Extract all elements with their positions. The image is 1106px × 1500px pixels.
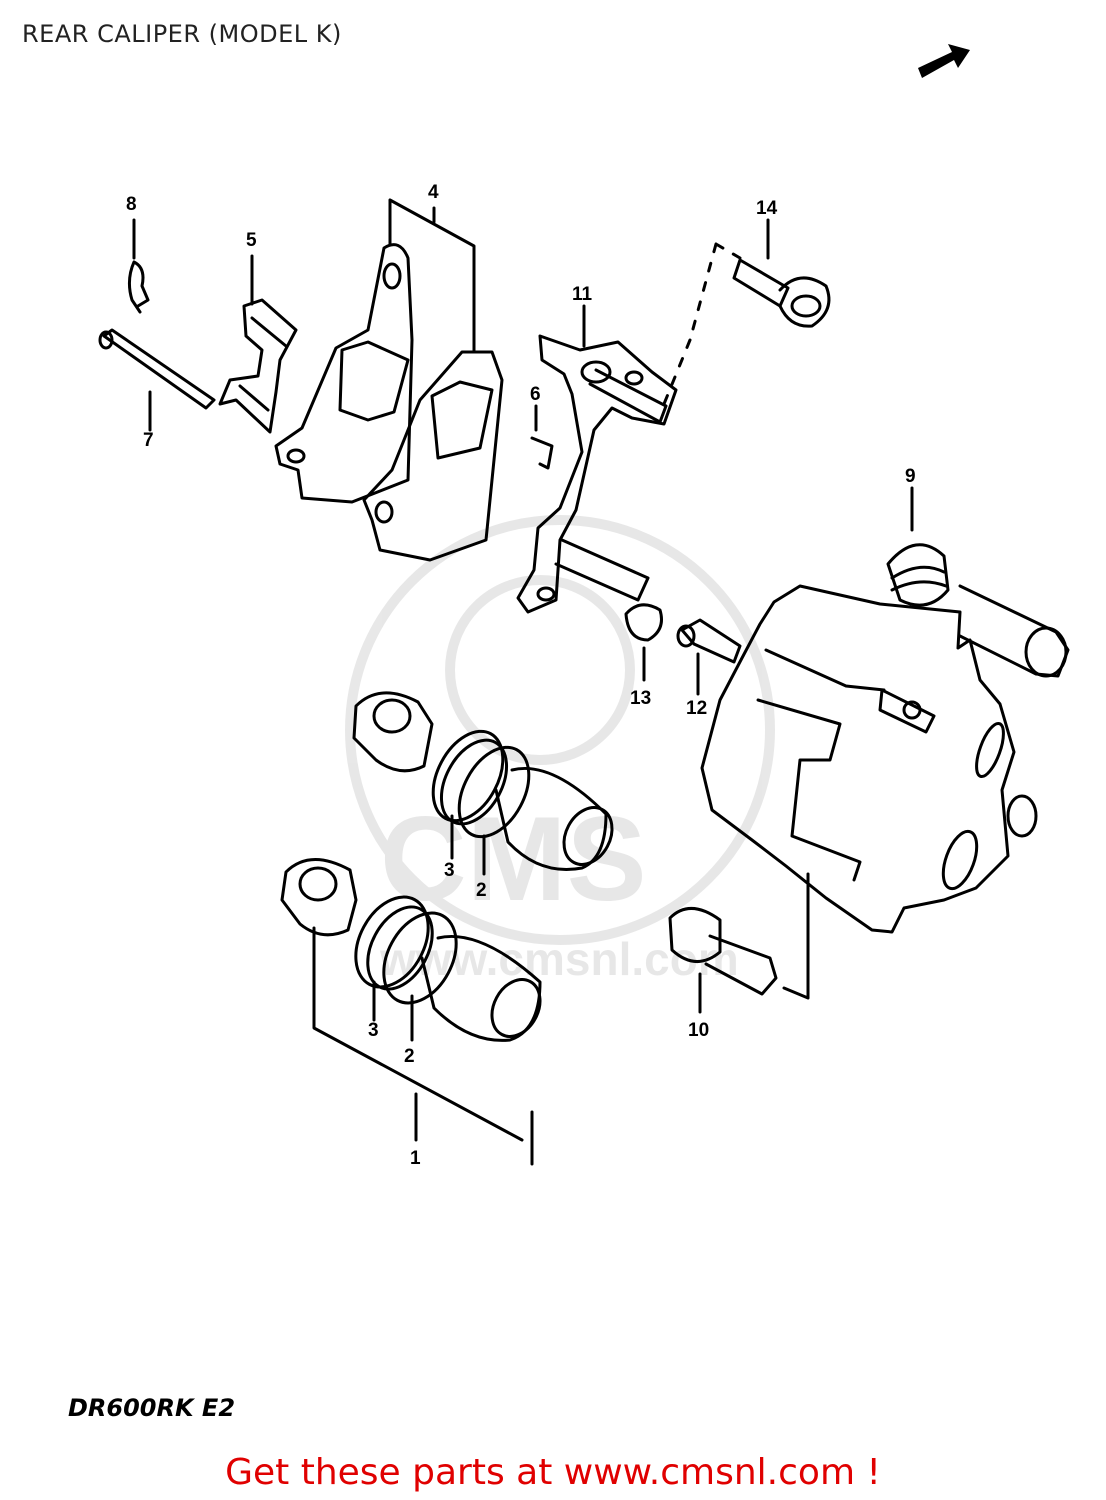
label-part-3-lower: 3 — [368, 1020, 379, 1041]
part-labels: 8 5 4 7 11 14 6 9 13 12 3 2 3 2 10 1 — [126, 182, 916, 1169]
label-part-12: 12 — [686, 698, 707, 719]
svg-text:www.cmsnl.com: www.cmsnl.com — [379, 933, 739, 985]
label-part-2-upper: 2 — [476, 880, 487, 901]
label-part-1: 1 — [410, 1148, 421, 1169]
piston-seal-set-upper — [352, 691, 614, 876]
part-9-boot — [886, 486, 950, 607]
label-part-14: 14 — [756, 198, 778, 219]
label-part-3-upper: 3 — [444, 860, 455, 881]
part-4-brake-pads — [274, 198, 504, 562]
label-part-5: 5 — [246, 230, 257, 251]
model-code-label: DR600RK E2 — [68, 1394, 236, 1422]
footer-link-text[interactable]: Get these parts at www.cmsnl.com ! — [225, 1452, 881, 1493]
part-14-mounting-bolt — [662, 218, 831, 406]
piston-seal-set-lower — [280, 858, 542, 1166]
label-part-2-lower: 2 — [404, 1046, 415, 1067]
part-8-clip — [127, 218, 150, 314]
watermark-logo: CMS www.cmsnl.com — [345, 515, 775, 985]
label-part-13: 13 — [630, 688, 651, 709]
label-part-8: 8 — [126, 194, 137, 215]
cmsnl-parts-link[interactable]: Get these parts at www.cmsnl.com ! — [0, 1452, 1106, 1493]
caliper-body — [700, 584, 1070, 1000]
label-part-6: 6 — [530, 384, 541, 405]
label-part-7: 7 — [143, 430, 154, 451]
part-13-cap — [624, 603, 663, 682]
part-12-bleeder-valve — [676, 618, 742, 696]
part-7-pin — [98, 328, 216, 432]
part-5-pad-spring — [218, 254, 298, 434]
svg-text:CMS: CMS — [380, 792, 647, 926]
label-part-11: 11 — [572, 284, 593, 305]
label-part-4: 4 — [428, 182, 439, 203]
label-part-10: 10 — [688, 1020, 709, 1041]
front-direction-arrow-icon — [918, 44, 970, 78]
part-11-caliper-bracket — [516, 304, 678, 614]
label-part-9: 9 — [905, 466, 916, 487]
part-6-bushing — [530, 404, 554, 470]
part-10-sleeve-bolt — [668, 907, 778, 1014]
page-title: REAR CALIPER (MODEL K) — [22, 20, 342, 48]
